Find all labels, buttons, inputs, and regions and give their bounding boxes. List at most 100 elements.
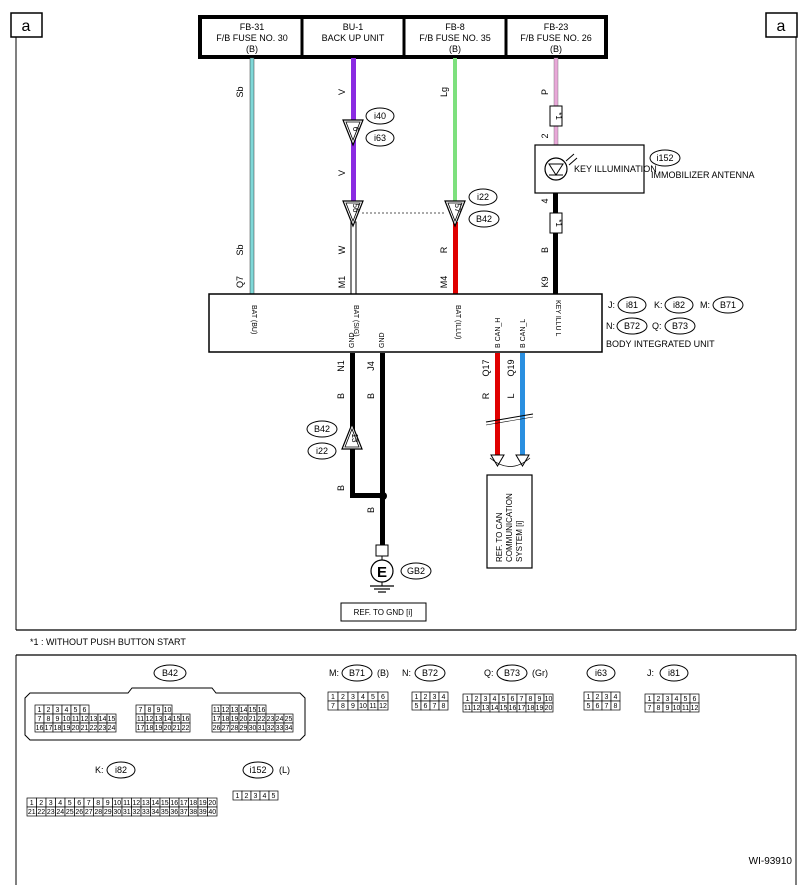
svg-text:16: 16	[258, 707, 266, 714]
oval-i152: i152	[649, 149, 681, 167]
svg-text:15: 15	[249, 707, 257, 714]
svg-text:1: 1	[415, 694, 419, 701]
svg-text:7: 7	[433, 703, 437, 710]
svg-text:11: 11	[464, 705, 471, 712]
wire-w	[350, 221, 357, 296]
svg-text:26: 26	[75, 809, 83, 816]
ground-letter: E	[377, 564, 387, 581]
term-bat-illu: BAT (ILLU)	[454, 305, 461, 339]
term-can-h: B CAN_H	[495, 318, 502, 348]
wire-lg	[453, 58, 457, 202]
svg-text:J:: J:	[608, 300, 615, 310]
svg-text:1: 1	[587, 694, 591, 701]
fuse-2-code: BU-1	[343, 22, 364, 32]
figure-code: WI-93910	[749, 856, 793, 867]
svg-text:14: 14	[164, 716, 172, 723]
svg-text:16: 16	[170, 800, 178, 807]
wire-label-b-lower: B	[336, 485, 346, 491]
wire-b-k9	[553, 192, 558, 295]
svg-text:B42: B42	[314, 424, 330, 434]
svg-text:8: 8	[47, 716, 51, 723]
can-arrow-l	[515, 454, 530, 467]
key-illumination-label: KEY ILLUMINATION	[574, 164, 657, 174]
svg-text:5: 5	[371, 694, 375, 701]
wire-label-r-top: R	[439, 246, 449, 253]
svg-text:7: 7	[139, 707, 143, 714]
pin-57: 57	[453, 204, 462, 213]
page-marker-left-box	[10, 12, 43, 38]
svg-text:26: 26	[213, 725, 221, 732]
svg-text:34: 34	[285, 725, 293, 732]
can-arrow-h	[490, 454, 505, 467]
wire-label-w: W	[337, 245, 347, 254]
svg-text:10: 10	[359, 703, 367, 710]
svg-text:21: 21	[249, 716, 257, 723]
wire-l-can-l	[520, 353, 525, 455]
wire-label-sb-bottom: Sb	[235, 244, 245, 255]
page-marker-right-box	[765, 12, 798, 38]
pin-m1: M1	[337, 276, 347, 289]
svg-text:15: 15	[500, 705, 508, 712]
svg-text:2: 2	[424, 694, 428, 701]
page-marker-left: a	[22, 18, 31, 35]
svg-text:19: 19	[63, 725, 71, 732]
svg-text:17: 17	[45, 725, 53, 732]
svg-text:10: 10	[63, 716, 71, 723]
term-bat-bu: BAT (BU)	[250, 305, 257, 334]
svg-text:3: 3	[605, 694, 609, 701]
fuse-3-sub: (B)	[449, 44, 461, 54]
svg-text:31: 31	[123, 809, 131, 816]
svg-text:22: 22	[258, 716, 266, 723]
svg-text:2: 2	[47, 707, 51, 714]
svg-text:16: 16	[36, 725, 44, 732]
immobilizer-antenna: KEY ILLUMINATION	[534, 144, 657, 194]
svg-text:28: 28	[94, 809, 102, 816]
fuse-header: FB-31 F/B FUSE NO. 30 (B) BU-1 BACK UP U…	[198, 15, 608, 59]
svg-text:B71: B71	[720, 300, 736, 310]
svg-text:i152: i152	[249, 765, 266, 775]
svg-text:12: 12	[473, 705, 481, 712]
svg-text:15: 15	[108, 716, 116, 723]
svg-text:2: 2	[39, 800, 43, 807]
svg-text:12: 12	[146, 716, 154, 723]
conn-arrow-57: 57	[444, 200, 466, 228]
svg-text:K:: K:	[654, 300, 663, 310]
svg-text:14: 14	[240, 707, 248, 714]
svg-text:8: 8	[529, 696, 533, 703]
svg-text:B73: B73	[504, 668, 520, 678]
wire-label-b-j4: B	[366, 393, 376, 399]
svg-text:B71: B71	[349, 668, 365, 678]
svg-text:20: 20	[240, 716, 248, 723]
svg-text:32: 32	[132, 809, 140, 816]
svg-text:5: 5	[272, 793, 276, 800]
svg-text:i63: i63	[595, 668, 607, 678]
svg-text:12: 12	[379, 703, 387, 710]
svg-text:25: 25	[285, 716, 293, 723]
ref-gnd-link[interactable]: REF. TO GND [i]	[354, 608, 413, 617]
svg-text:30: 30	[249, 725, 257, 732]
svg-text:4: 4	[493, 696, 497, 703]
can-bracket	[489, 457, 531, 467]
svg-text:7: 7	[38, 716, 42, 723]
ref-gnd-box	[340, 602, 427, 622]
svg-text:18: 18	[146, 725, 154, 732]
svg-text:20: 20	[72, 725, 80, 732]
wire-label-b-n1: B	[336, 393, 346, 399]
svg-text:1: 1	[38, 707, 42, 714]
pin-m4: M4	[439, 276, 449, 289]
pin-label-4: 4	[540, 198, 550, 203]
oval-i63: i63	[365, 129, 395, 147]
svg-text:B72: B72	[624, 321, 640, 331]
svg-text:J:: J:	[647, 668, 654, 678]
svg-text:5: 5	[74, 707, 78, 714]
conn-arrow-13: 13	[341, 422, 363, 450]
svg-text:17: 17	[518, 705, 526, 712]
ref-can-text[interactable]: REF. TO CAN COMMUNICATION SYSTEM [i]	[494, 493, 524, 562]
oval-i22: i22	[468, 188, 498, 206]
svg-text:13: 13	[482, 705, 490, 712]
